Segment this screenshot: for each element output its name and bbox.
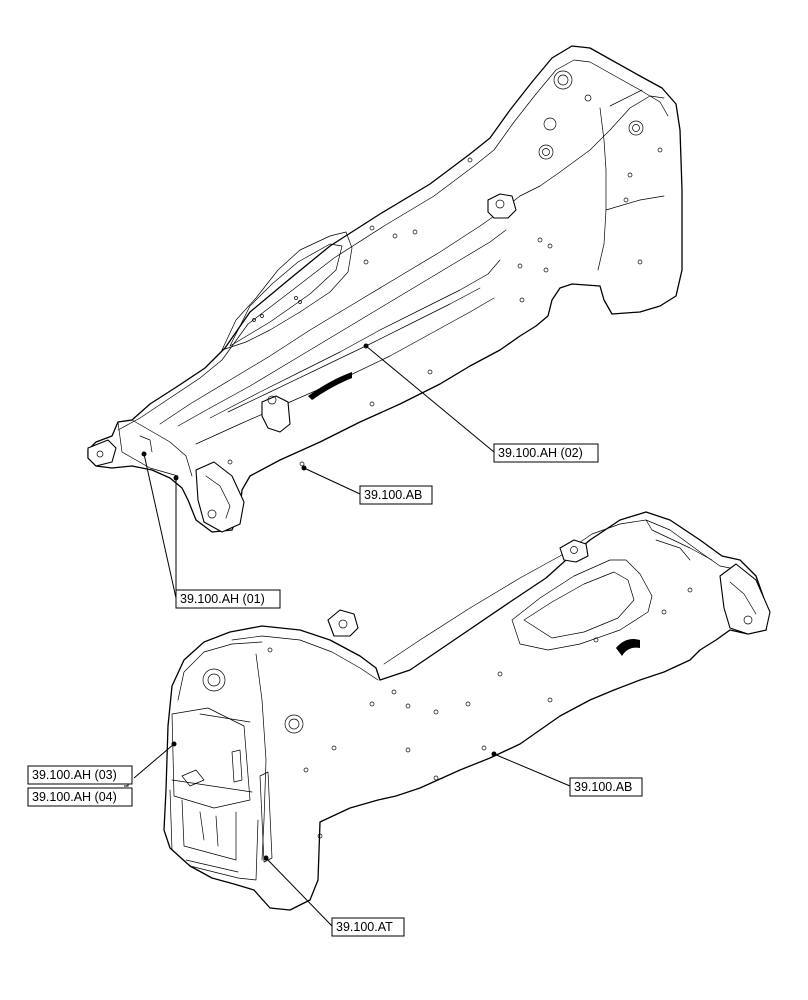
lower-frame-drawing	[163, 511, 771, 911]
callout-label: 39.100.AB	[364, 488, 422, 502]
callout-label: 39.100.AH (01)	[180, 592, 265, 606]
callout-label: 39.100.AH (03)	[32, 768, 117, 782]
callout-upper-ah-02: 39.100.AH (02)	[493, 443, 599, 463]
callout-label: 39.100.AT	[336, 920, 393, 934]
callout-lower-ah-03: 39.100.AH (03)	[27, 765, 133, 785]
callout-upper-ab: 39.100.AB	[359, 485, 433, 505]
callout-label: 39.100.AH (02)	[498, 446, 583, 460]
leader-line	[143, 453, 177, 599]
callout-lower-ab: 39.100.AB	[569, 777, 643, 797]
leader-lines	[124, 343, 571, 927]
callout-label: 39.100.AB	[574, 780, 632, 794]
upper-frame-drawing	[87, 45, 683, 533]
leader-line	[265, 857, 333, 927]
leader-line	[303, 467, 361, 495]
callout-upper-ah-01: 39.100.AH (01)	[175, 589, 281, 609]
callout-lower-at: 39.100.AT	[331, 917, 405, 937]
leader-line	[493, 753, 571, 787]
callout-label: 39.100.AH (04)	[32, 790, 117, 804]
callout-lower-ah-04: 39.100.AH (04)	[27, 787, 133, 807]
leader-line	[133, 743, 175, 779]
leader-line	[365, 345, 495, 453]
